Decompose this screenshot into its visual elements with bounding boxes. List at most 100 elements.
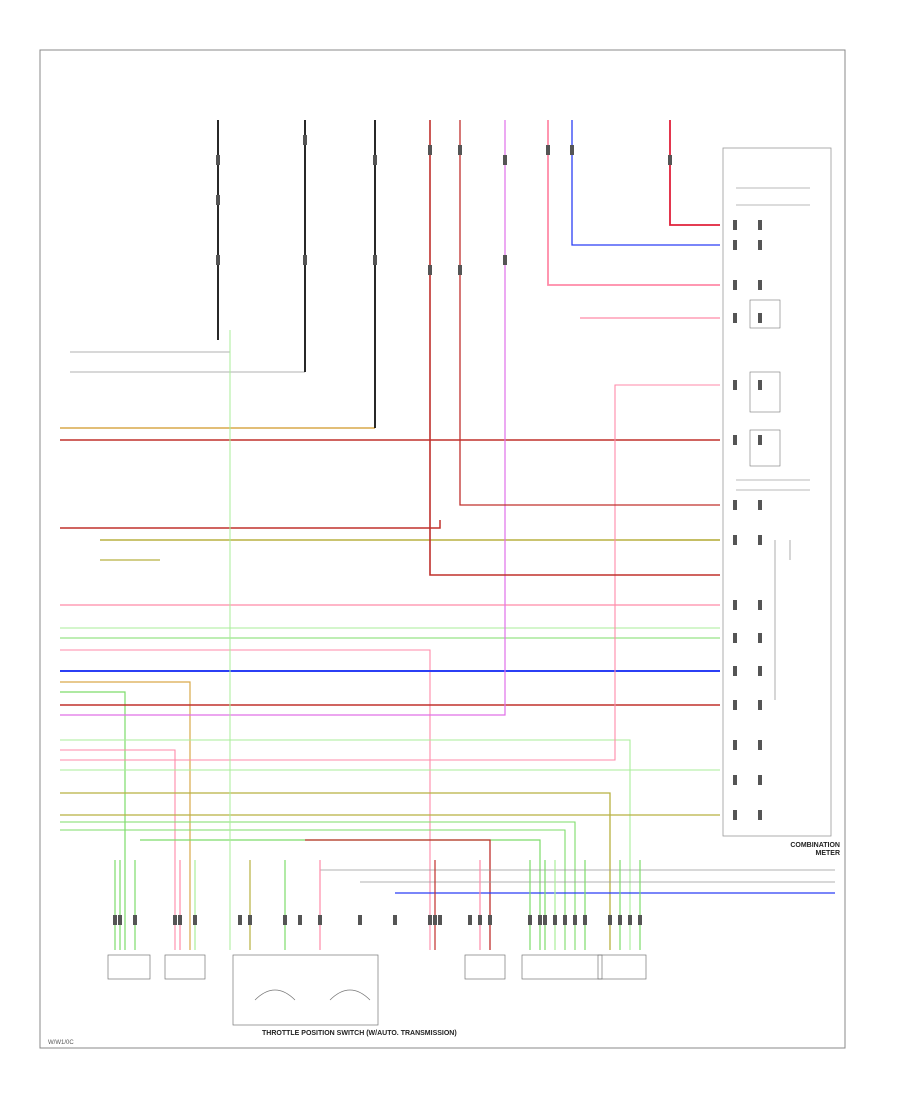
footer-id: W/W1/0C xyxy=(48,1040,74,1046)
connector-bottom xyxy=(238,915,242,925)
wire-olive-3 xyxy=(60,792,611,950)
connector-meter xyxy=(758,313,762,323)
connector-top xyxy=(570,145,574,155)
component-box-5 xyxy=(597,954,647,980)
connector-meter xyxy=(733,810,737,820)
wire-red-4 xyxy=(305,839,491,950)
wire-red-v xyxy=(429,120,720,576)
connector-bottom xyxy=(298,915,302,925)
connector-top xyxy=(503,155,507,165)
connector-top xyxy=(428,265,432,275)
connector-meter xyxy=(733,220,737,230)
connector-meter xyxy=(758,380,762,390)
connector-bottom xyxy=(178,915,182,925)
connector-top xyxy=(428,145,432,155)
connector-bottom xyxy=(318,915,322,925)
connector-top xyxy=(303,255,307,265)
wire-red-v2 xyxy=(459,120,720,506)
connector-bottom xyxy=(173,915,177,925)
connector-top xyxy=(216,255,220,265)
connector-bottom xyxy=(543,915,547,925)
wire-pink-v xyxy=(547,120,720,286)
connector-meter xyxy=(733,240,737,250)
connector-meter xyxy=(733,740,737,750)
wire-blue-v xyxy=(571,120,720,246)
wire-pink-4 xyxy=(60,384,720,761)
connector-top xyxy=(503,255,507,265)
wire-tan-2 xyxy=(60,681,191,950)
connector-meter xyxy=(733,633,737,643)
component-box-4 xyxy=(521,954,603,980)
wire-green-3 xyxy=(60,691,126,950)
connector-meter xyxy=(758,600,762,610)
connector-meter xyxy=(733,600,737,610)
connector-top xyxy=(668,155,672,165)
wire-red-v3 xyxy=(669,120,720,226)
connector-top xyxy=(373,255,377,265)
connector-meter xyxy=(758,280,762,290)
connector-bottom xyxy=(563,915,567,925)
connector-meter xyxy=(733,700,737,710)
connector-bottom xyxy=(583,915,587,925)
connector-bottom xyxy=(393,915,397,925)
connector-bottom xyxy=(248,915,252,925)
connector-meter xyxy=(758,666,762,676)
wire-green-8 xyxy=(140,839,541,950)
wire-pink-3 xyxy=(60,749,176,950)
label-combination-meter: COMBINATION METER xyxy=(790,842,840,857)
connector-bottom xyxy=(538,915,542,925)
connector-meter xyxy=(758,220,762,230)
connector-meter xyxy=(733,313,737,323)
connector-meter xyxy=(733,380,737,390)
connector-meter xyxy=(758,535,762,545)
component-box-1 xyxy=(107,954,151,980)
wire-green-4 xyxy=(60,739,631,950)
connector-meter xyxy=(733,435,737,445)
connector-bottom xyxy=(133,915,137,925)
connector-top xyxy=(216,195,220,205)
connector-meter xyxy=(758,240,762,250)
wire-green-7 xyxy=(60,829,566,950)
combination-meter-box xyxy=(722,147,832,837)
connector-meter xyxy=(758,633,762,643)
connector-meter xyxy=(758,740,762,750)
connector-bottom xyxy=(113,915,117,925)
connector-bottom xyxy=(358,915,362,925)
connector-top xyxy=(373,155,377,165)
connector-bottom xyxy=(608,915,612,925)
connector-top xyxy=(458,145,462,155)
component-box-3 xyxy=(464,954,506,980)
connector-bottom xyxy=(488,915,492,925)
connector-top xyxy=(458,265,462,275)
connector-bottom xyxy=(528,915,532,925)
label-tps: THROTTLE POSITION SWITCH (W/AUTO. TRANSM… xyxy=(262,1030,457,1037)
connector-meter xyxy=(733,280,737,290)
connector-top xyxy=(216,155,220,165)
connector-bottom xyxy=(438,915,442,925)
connector-meter xyxy=(758,700,762,710)
connector-meter xyxy=(758,500,762,510)
connector-bottom xyxy=(618,915,622,925)
component-box-2 xyxy=(164,954,206,980)
connector-meter xyxy=(758,810,762,820)
meter-internals xyxy=(736,187,810,700)
connector-meter xyxy=(758,775,762,785)
wire-red-2 xyxy=(60,520,441,529)
connector-top xyxy=(546,145,550,155)
diagram-frame xyxy=(39,49,846,1049)
wires xyxy=(60,120,835,950)
bottom-components xyxy=(107,954,647,1026)
connector-bottom xyxy=(628,915,632,925)
wire-violet xyxy=(60,120,506,716)
connector-bottom xyxy=(478,915,482,925)
wire-green-6 xyxy=(60,821,576,950)
connector-bottom xyxy=(638,915,642,925)
connector-top xyxy=(303,135,307,145)
component-box-tps xyxy=(232,954,379,1026)
connector-bottom xyxy=(428,915,432,925)
connector-bottom xyxy=(553,915,557,925)
connector-meter xyxy=(758,435,762,445)
connector-meter xyxy=(733,666,737,676)
connector-bottom xyxy=(468,915,472,925)
